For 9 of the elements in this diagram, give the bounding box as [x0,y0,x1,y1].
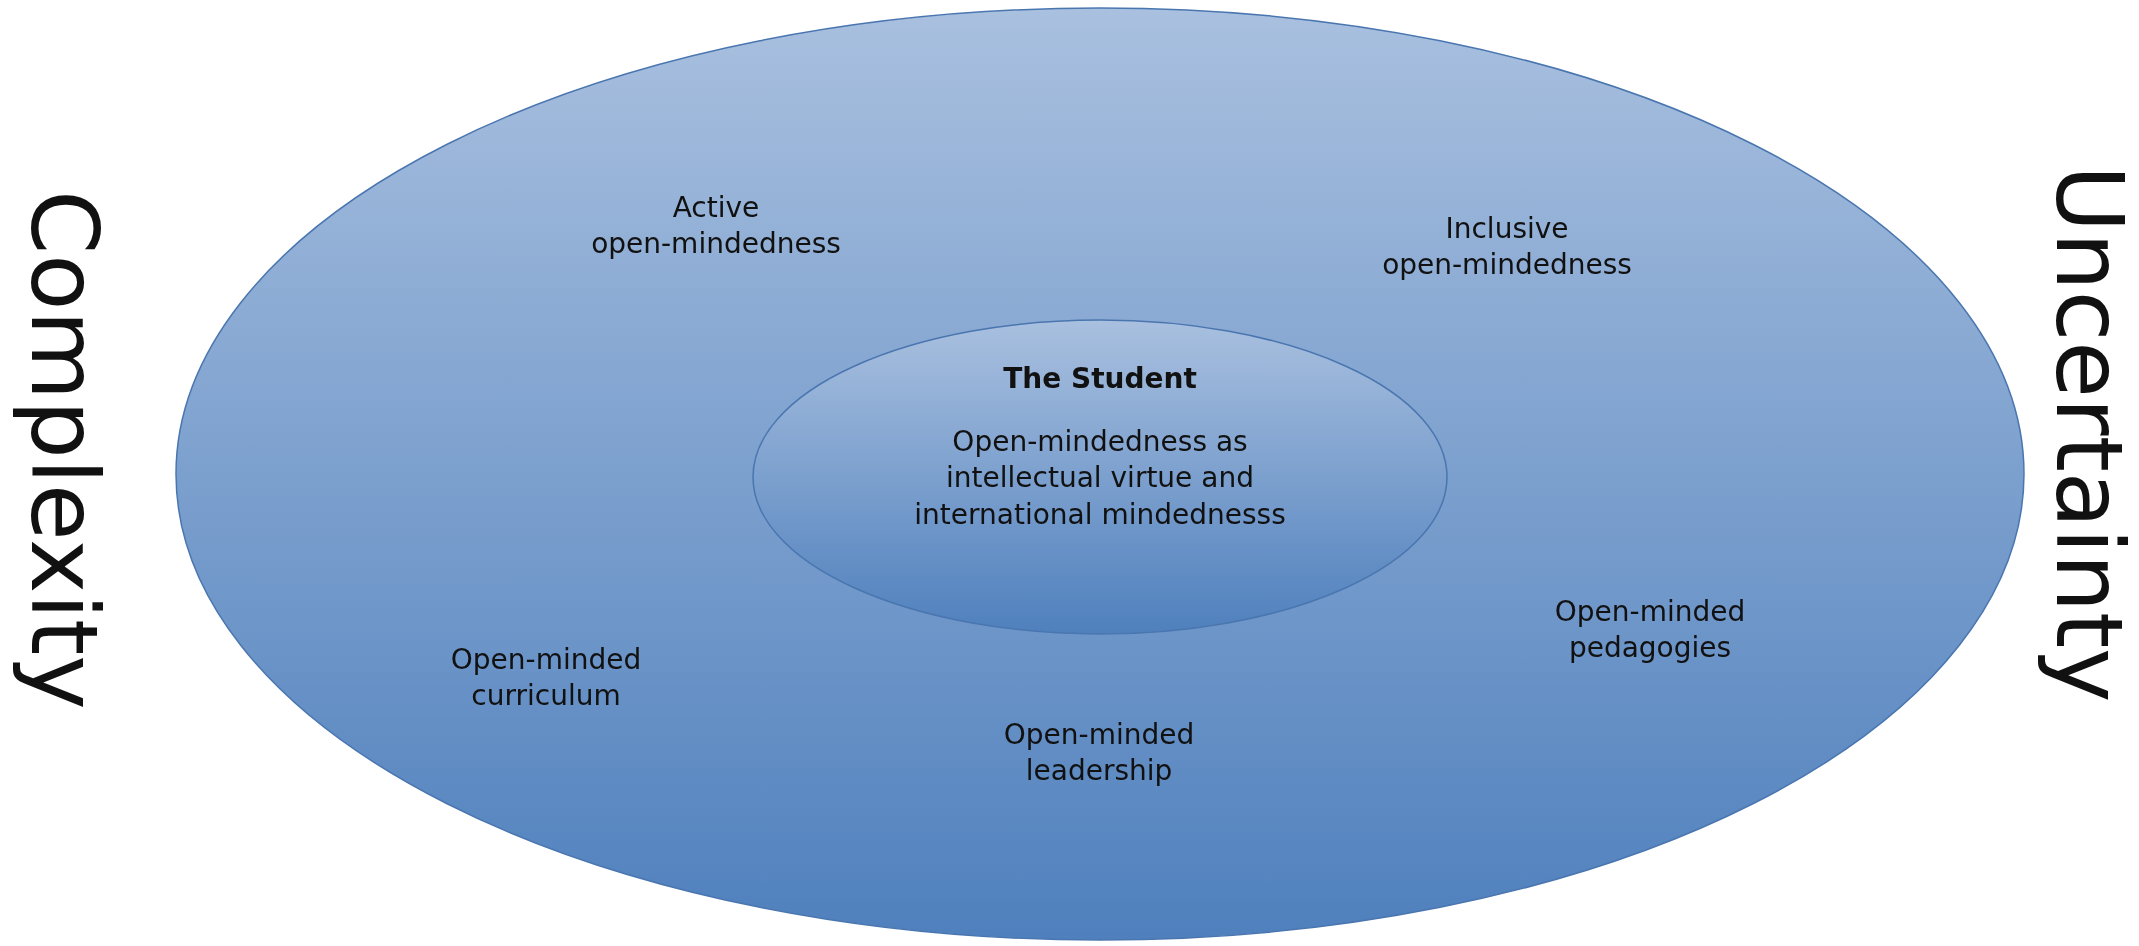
ellipse-label: Open-mindedness as intellectual virtue and international mindednesss [913,424,1287,534]
side-label: Uncertainty [2035,165,2139,703]
ellipse-label: Open-minded pedagogies [1553,593,1747,666]
ellipse-label: Open-minded curriculum [449,641,643,714]
ellipse-label: Open-minded leadership [1002,716,1196,789]
heading-text: The Student [1002,360,1198,397]
ellipse-label: Active open-mindedness [590,189,842,262]
side-label: Complexity [10,190,117,710]
ellipse-label: Inclusive open-mindedness [1381,210,1633,283]
